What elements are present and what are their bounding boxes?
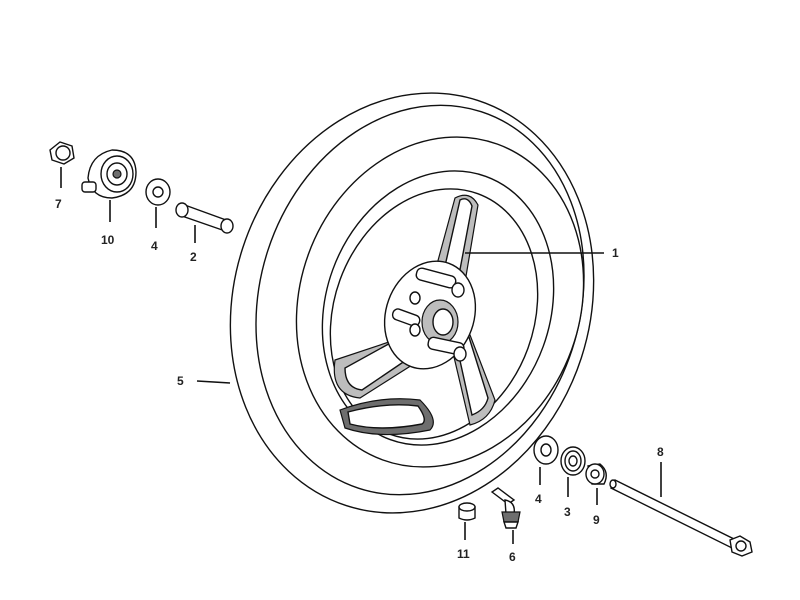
callout-11: 11 <box>457 547 470 561</box>
callout-10: 10 <box>101 233 115 247</box>
callout-8: 8 <box>657 445 664 459</box>
part-10-speedometer-gear <box>81 149 137 199</box>
part-4-spacer-lower <box>533 435 559 465</box>
hub <box>383 260 477 370</box>
callout-2: 2 <box>190 250 197 264</box>
callout-4-lower: 4 <box>535 492 542 506</box>
part-6-valve <box>490 487 521 529</box>
callout-labels: 1 2 3 4 4 5 6 7 8 9 10 11 <box>55 197 664 564</box>
callout-1: 1 <box>612 246 619 260</box>
callout-6: 6 <box>509 550 516 564</box>
part-2-collar <box>175 202 234 234</box>
callout-4-upper: 4 <box>151 239 158 253</box>
part-4-spacer-upper <box>145 178 171 206</box>
part-11-valve-cap <box>458 502 476 521</box>
callout-3: 3 <box>564 505 571 519</box>
callout-7: 7 <box>55 197 62 211</box>
callout-5: 5 <box>177 374 184 388</box>
part-3-bearing <box>560 446 586 476</box>
leader-lines <box>60 167 662 544</box>
part-7-nut <box>49 141 75 165</box>
part-8-axle-bolt <box>609 479 753 557</box>
callout-9: 9 <box>593 513 600 527</box>
part-9-bushing <box>585 463 607 485</box>
